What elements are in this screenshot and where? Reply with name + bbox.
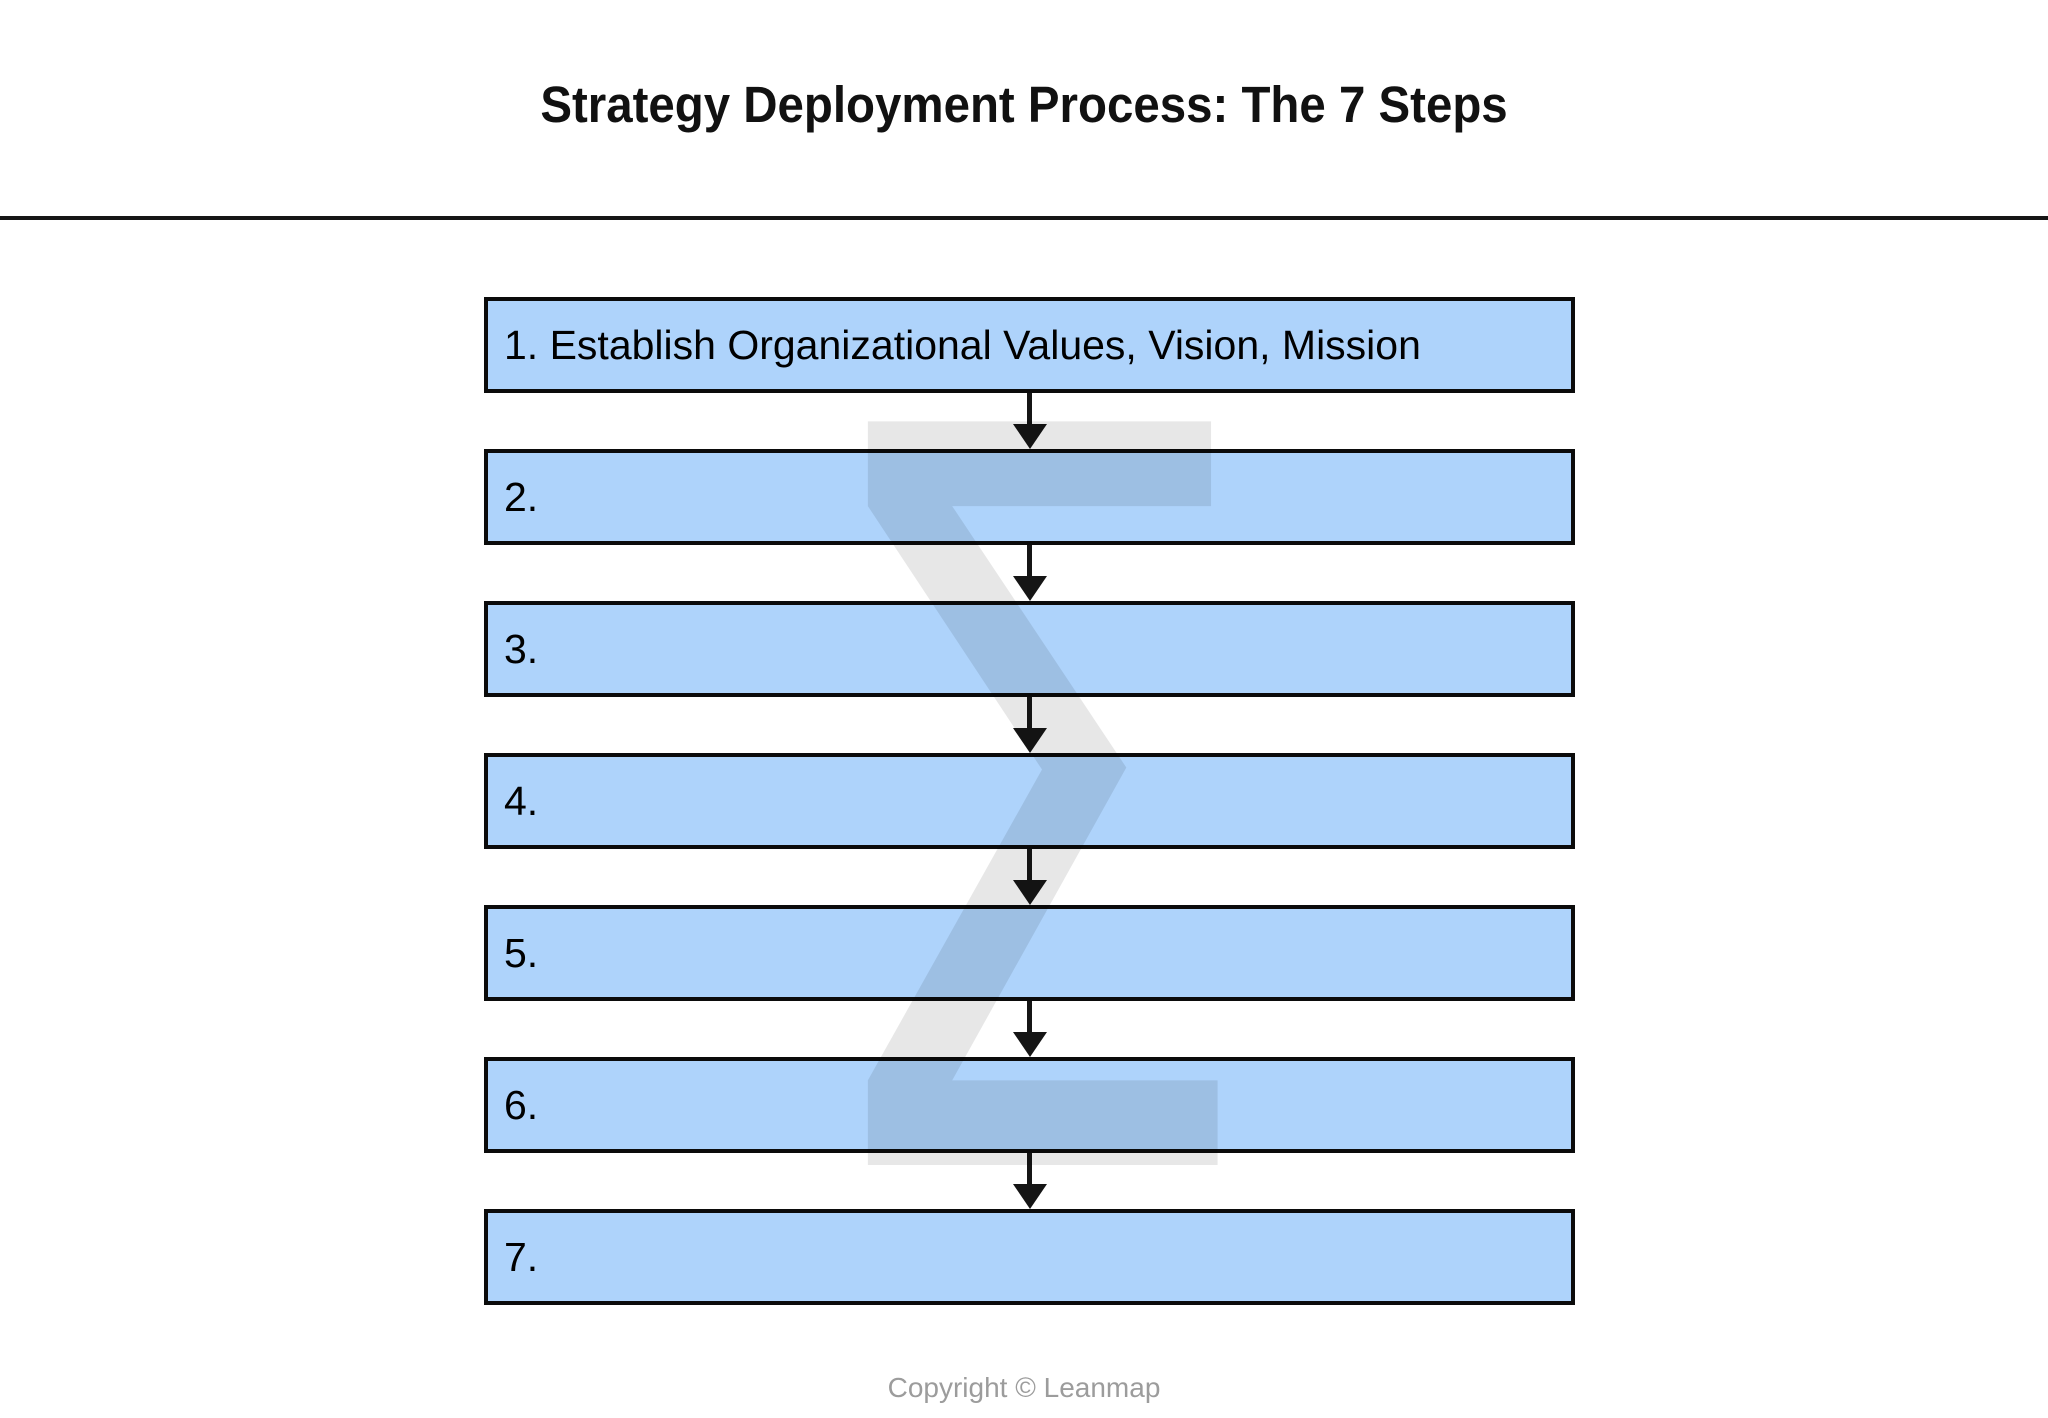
arrow-down-icon: [484, 1001, 1575, 1057]
arrow-line: [1027, 697, 1032, 728]
arrow-head: [1012, 424, 1047, 449]
arrow-head: [1012, 1184, 1047, 1209]
step-box-3: 3.: [484, 601, 1575, 697]
step-label: 1. Establish Organizational Values, Visi…: [504, 321, 1421, 368]
arrow-line: [1027, 393, 1032, 424]
arrow-head: [1012, 728, 1047, 753]
arrow-line: [1027, 849, 1032, 880]
arrow-line: [1027, 545, 1032, 576]
step-box-4: 4.: [484, 753, 1575, 849]
step-label: 3.: [504, 625, 539, 672]
copyright-text: Copyright © Leanmap: [887, 1372, 1161, 1403]
step-box-1: 1. Establish Organizational Values, Visi…: [484, 297, 1575, 393]
arrow-head: [1012, 1032, 1047, 1057]
step-box-2: 2.: [484, 449, 1575, 545]
arrow-down-icon: [484, 393, 1575, 449]
step-label: 4.: [504, 777, 539, 824]
page-title: Strategy Deployment Process: The 7 Steps: [540, 76, 1508, 133]
step-label: 6.: [504, 1081, 539, 1128]
step-label: 2.: [504, 473, 539, 520]
arrow-head: [1012, 576, 1047, 601]
process-flow: 1. Establish Organizational Values, Visi…: [484, 297, 1575, 1305]
arrow-line: [1027, 1001, 1032, 1032]
title-divider: [0, 216, 2048, 220]
step-label: 5.: [504, 929, 539, 976]
arrow-line: [1027, 1153, 1032, 1184]
arrow-down-icon: [484, 849, 1575, 905]
step-box-6: 6.: [484, 1057, 1575, 1153]
arrow-down-icon: [484, 1153, 1575, 1209]
arrow-down-icon: [484, 545, 1575, 601]
step-label: 7.: [504, 1233, 539, 1280]
step-box-7: 7.: [484, 1209, 1575, 1305]
arrow-head: [1012, 880, 1047, 905]
arrow-down-icon: [484, 697, 1575, 753]
step-box-5: 5.: [484, 905, 1575, 1001]
